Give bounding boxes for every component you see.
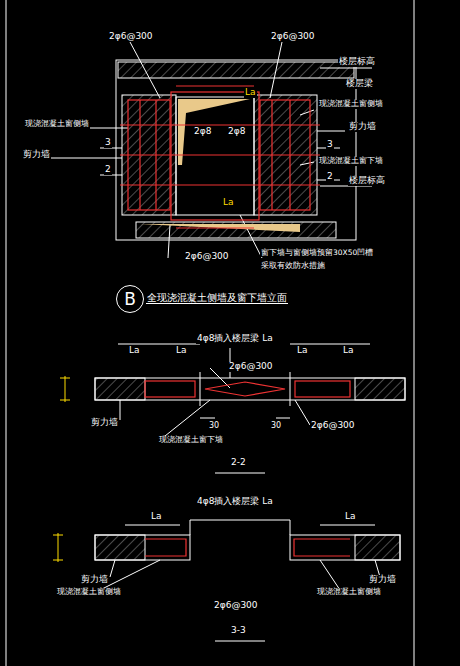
label: La	[244, 88, 257, 98]
label: La	[342, 346, 355, 356]
label: 2	[326, 172, 334, 182]
label: 窗下墙与窗侧墙预留30X50凹槽	[260, 249, 374, 257]
label: 现浇混凝土窗下墙	[318, 157, 384, 166]
label: La	[175, 346, 188, 356]
label: 4φ8插入楼层梁 La	[196, 334, 274, 344]
label: 2φ6@300	[213, 601, 259, 611]
label: 楼层标高	[338, 57, 376, 67]
label: 2φ6@300	[310, 421, 356, 431]
drawing-title: 全现浇混凝土侧墙及窗下墙立面	[146, 292, 288, 304]
label: 楼层梁	[345, 79, 374, 89]
label: La	[222, 198, 235, 208]
label: 剪力墙	[80, 575, 109, 585]
label: 2φ8	[193, 127, 212, 137]
label: 2φ8	[227, 127, 246, 137]
label: 剪力墙	[22, 150, 51, 160]
label: 剪力墙	[368, 575, 397, 585]
label: La	[344, 512, 357, 522]
label: 30	[208, 422, 220, 431]
label: 现浇混凝土窗侧墙	[56, 588, 122, 597]
label: 现浇混凝土窗侧墙	[24, 120, 90, 129]
label: 2	[104, 165, 112, 175]
label: 2-2	[230, 458, 247, 468]
label: 3	[104, 138, 112, 148]
label: 楼层标高	[348, 176, 386, 186]
label: La	[150, 512, 163, 522]
label: 3	[326, 140, 334, 150]
section-mark-circle: B	[116, 285, 144, 313]
label: La	[296, 346, 309, 356]
label: 现浇混凝土窗下墙	[158, 436, 224, 445]
label: 2φ6@300	[184, 252, 230, 262]
label: La	[128, 346, 141, 356]
label: 现浇混凝土窗侧墙	[318, 100, 384, 109]
label: 剪力墙	[348, 122, 377, 132]
label: 采取有效防水措施	[260, 262, 326, 270]
label: 4φ8插入楼层梁 La	[196, 497, 274, 507]
label: 3-3	[230, 626, 247, 636]
label: 30	[270, 422, 282, 431]
label: 2φ6@300	[108, 32, 154, 42]
label: 剪力墙	[90, 418, 119, 428]
section-letter: B	[124, 289, 136, 309]
label: 现浇混凝土窗侧墙	[316, 588, 382, 597]
label: 2φ6@300	[228, 362, 274, 372]
label: 2φ6@300	[270, 32, 316, 42]
